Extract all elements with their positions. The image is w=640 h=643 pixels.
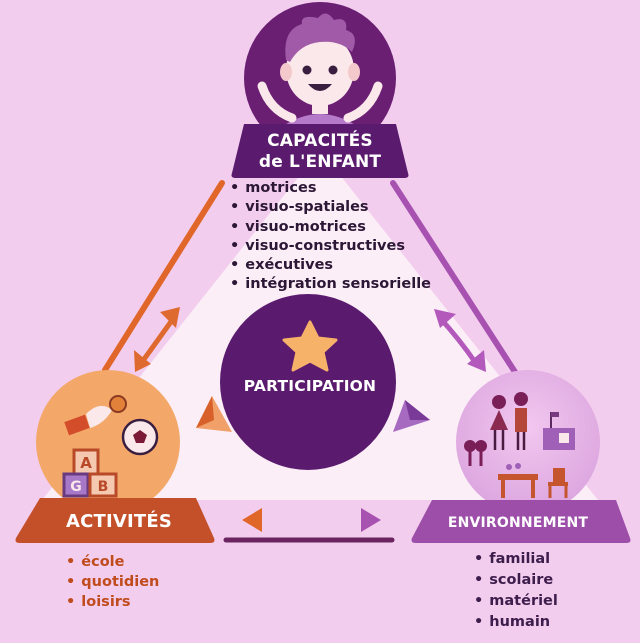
list-item: intégration sensorielle: [230, 275, 431, 294]
capacites-banner: [231, 124, 409, 178]
activites-list: école quotidien loisirs: [66, 552, 159, 612]
list-item: visuo-motrices: [230, 218, 431, 237]
participation-circle: [220, 294, 396, 470]
list-item: familial: [474, 549, 558, 570]
svg-text:G: G: [70, 479, 82, 495]
star-icon: [282, 320, 338, 372]
svg-text:A: A: [80, 454, 92, 472]
activites-title: ACTIVITÉS: [65, 511, 173, 532]
activites-banner: [15, 498, 215, 543]
double-arrow-left-icon: [134, 307, 180, 372]
capacites-list: motrices visuo-spatiales visuo-motrices …: [230, 179, 431, 295]
svg-text:B: B: [98, 479, 109, 495]
list-item: scolaire: [474, 570, 558, 591]
environnement-list: familial scolaire matériel humain: [474, 549, 558, 633]
list-item: motrices: [230, 179, 431, 198]
family-house-furniture-icon: [464, 392, 575, 498]
edge-line-left: [102, 180, 225, 373]
list-item: visuo-spatiales: [230, 198, 431, 217]
toys-blocks-ball-icon: A G B: [62, 395, 159, 498]
list-item: humain: [474, 612, 558, 633]
capacites-title-line1: CAPACITÉS: [267, 131, 373, 151]
list-item: quotidien: [66, 572, 159, 592]
list-item: visuo-constructives: [230, 237, 431, 256]
capacites-title-line2: de L'ENFANT: [258, 152, 382, 172]
environnement-title: ENVIRONNEMENT: [447, 515, 589, 531]
list-item: exécutives: [230, 256, 431, 275]
environnement-banner: [411, 500, 631, 543]
double-arrow-bottom-icon: [242, 508, 381, 532]
participation-label: PARTICIPATION: [243, 377, 377, 395]
list-item: matériel: [474, 591, 558, 612]
capacites-title: CAPACITÉS de L'ENFANT: [232, 131, 408, 173]
double-arrow-right-icon: [434, 309, 486, 372]
list-item: école: [66, 552, 159, 572]
list-item: loisirs: [66, 592, 159, 612]
